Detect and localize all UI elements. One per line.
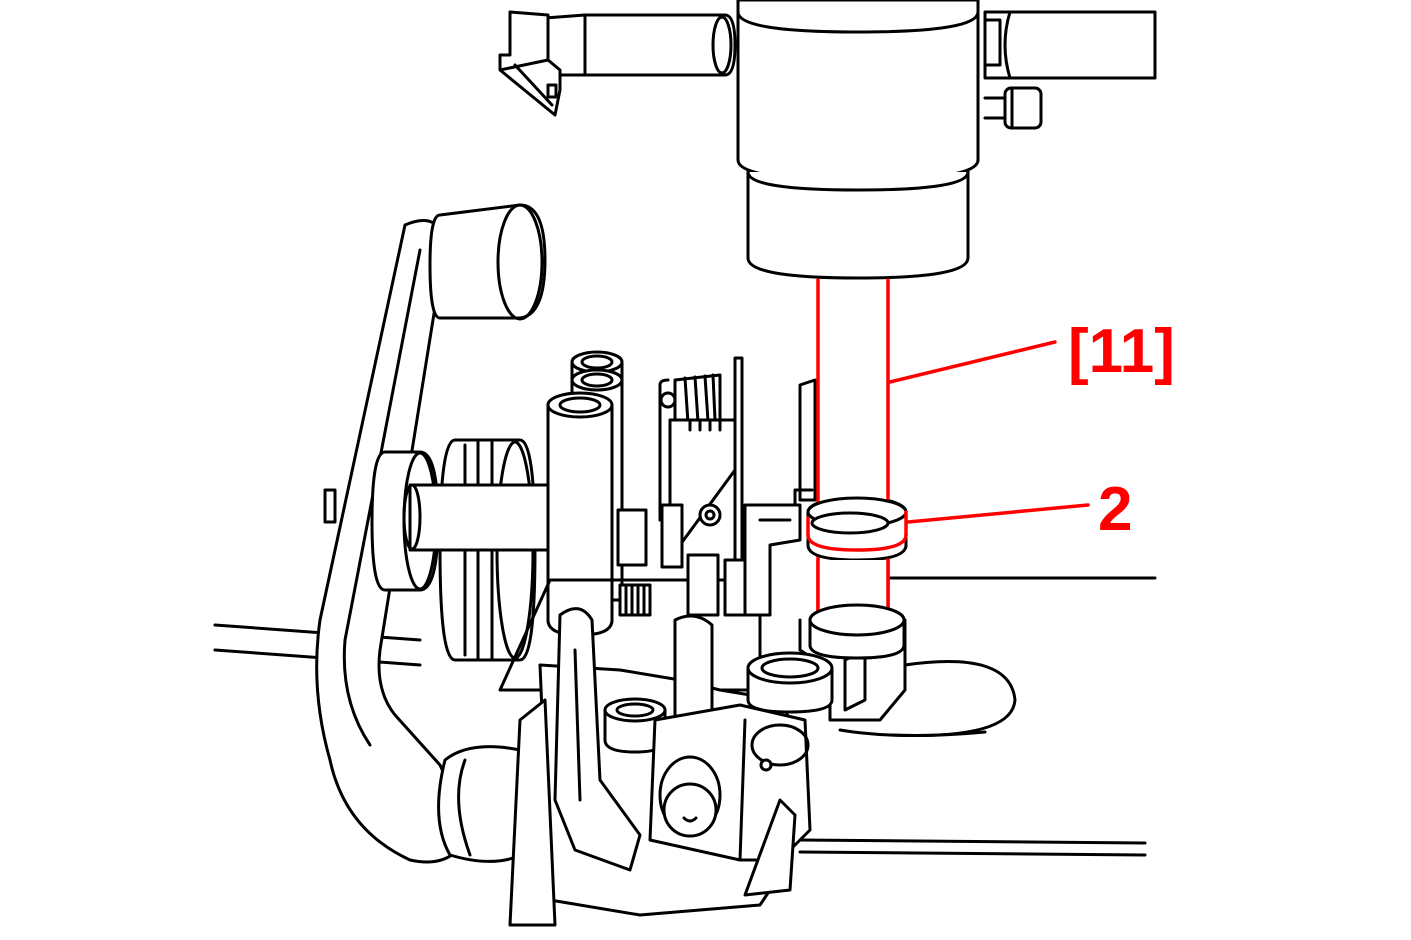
- collar-2: [806, 510, 908, 552]
- callout-11-label: [11]: [1068, 317, 1175, 386]
- shaft-11: [806, 278, 908, 660]
- callout-2-label: 2: [1098, 475, 1132, 544]
- central-mechanism: [498, 350, 817, 692]
- callout-2: 2: [906, 475, 1132, 544]
- lower-housing: [508, 607, 812, 927]
- base-plate: [213, 576, 1157, 857]
- pulley-stack: [370, 438, 562, 662]
- callout-2-leader: [906, 503, 1090, 524]
- callout-11: [11]: [888, 317, 1175, 386]
- upper-assembly: [498, 0, 1157, 280]
- callout-11-leader: [888, 340, 1057, 384]
